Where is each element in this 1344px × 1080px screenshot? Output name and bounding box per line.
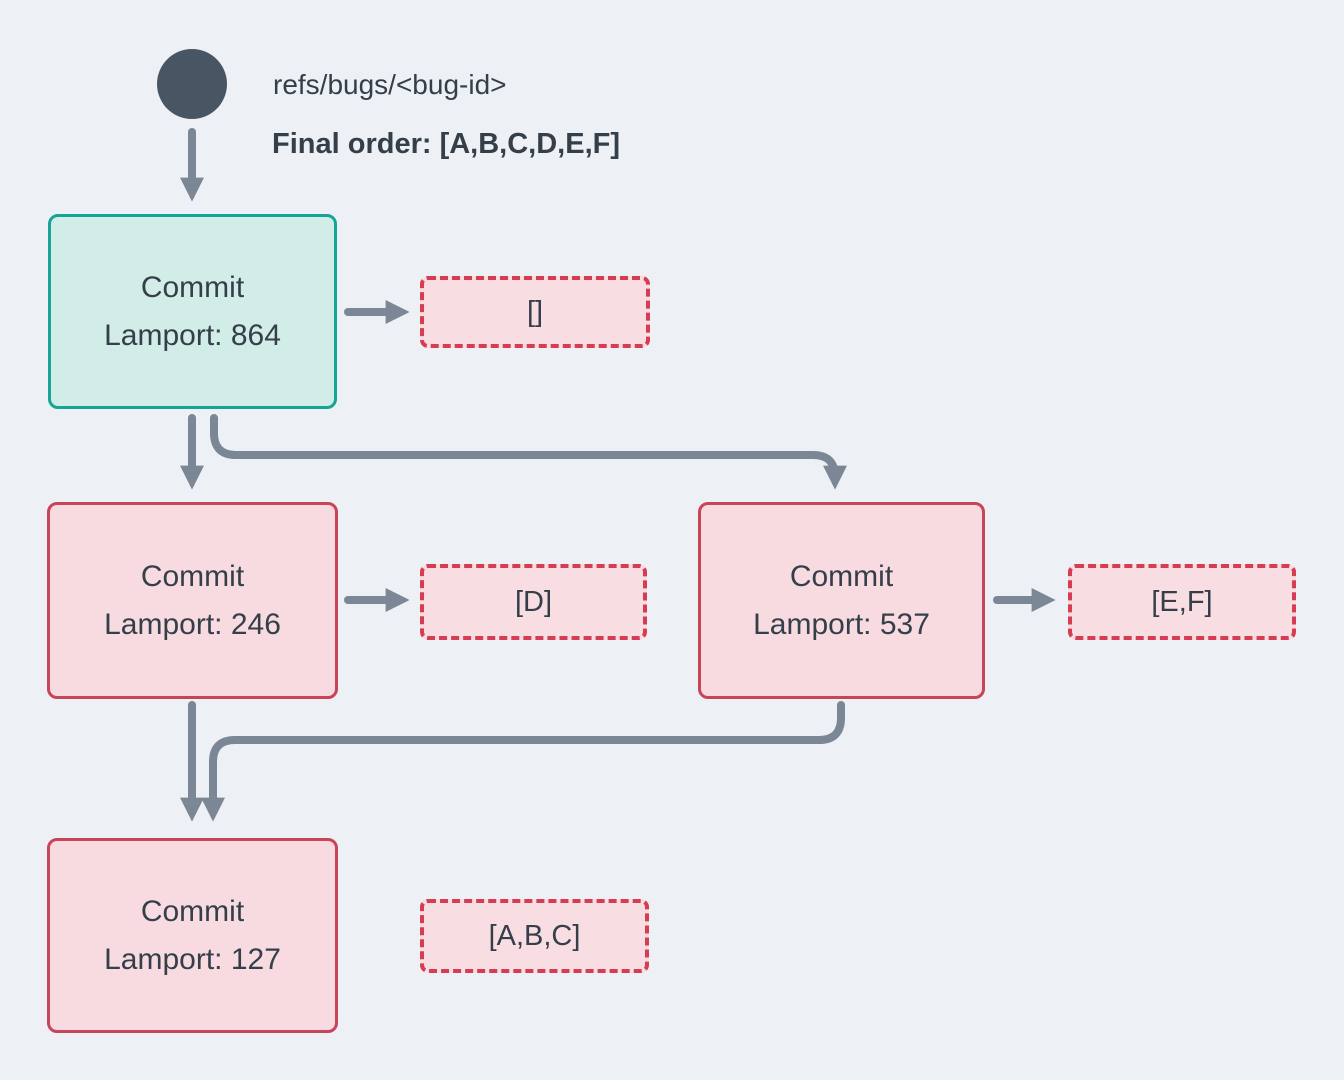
commit-title: Commit (140, 894, 245, 928)
edge-864-to-537 (210, 414, 847, 490)
commit-title: Commit (789, 559, 894, 593)
branch-ref-label: refs/bugs/<bug-id> (273, 69, 507, 100)
commit-node-127: Commit Lamport: 127 (47, 838, 338, 1033)
payload-text: [D] (514, 585, 553, 618)
payload-box-ef: [E,F] (1068, 564, 1296, 640)
payload-text: [A,B,C] (488, 919, 581, 952)
payload-text: [] (526, 295, 544, 328)
branch-ref-node (157, 49, 227, 119)
final-order-label: Final order: [A,B,C,D,E,F] (272, 128, 620, 160)
commit-node-864: Commit Lamport: 864 (48, 214, 337, 409)
commit-lamport: Lamport: 246 (104, 607, 281, 641)
commit-lamport: Lamport: 537 (753, 607, 930, 641)
commit-title: Commit (140, 270, 245, 304)
payload-text: [E,F] (1151, 585, 1213, 618)
payload-box-d: [D] (420, 564, 647, 640)
commit-lamport: Lamport: 864 (104, 318, 281, 352)
commit-node-246: Commit Lamport: 246 (47, 502, 338, 699)
payload-box-empty: [] (420, 276, 650, 348)
edge-537-to-127 (201, 701, 845, 822)
commit-node-537: Commit Lamport: 537 (698, 502, 985, 699)
payload-box-abc: [A,B,C] (420, 899, 649, 973)
commit-title: Commit (140, 559, 245, 593)
commit-lamport: Lamport: 127 (104, 942, 281, 976)
